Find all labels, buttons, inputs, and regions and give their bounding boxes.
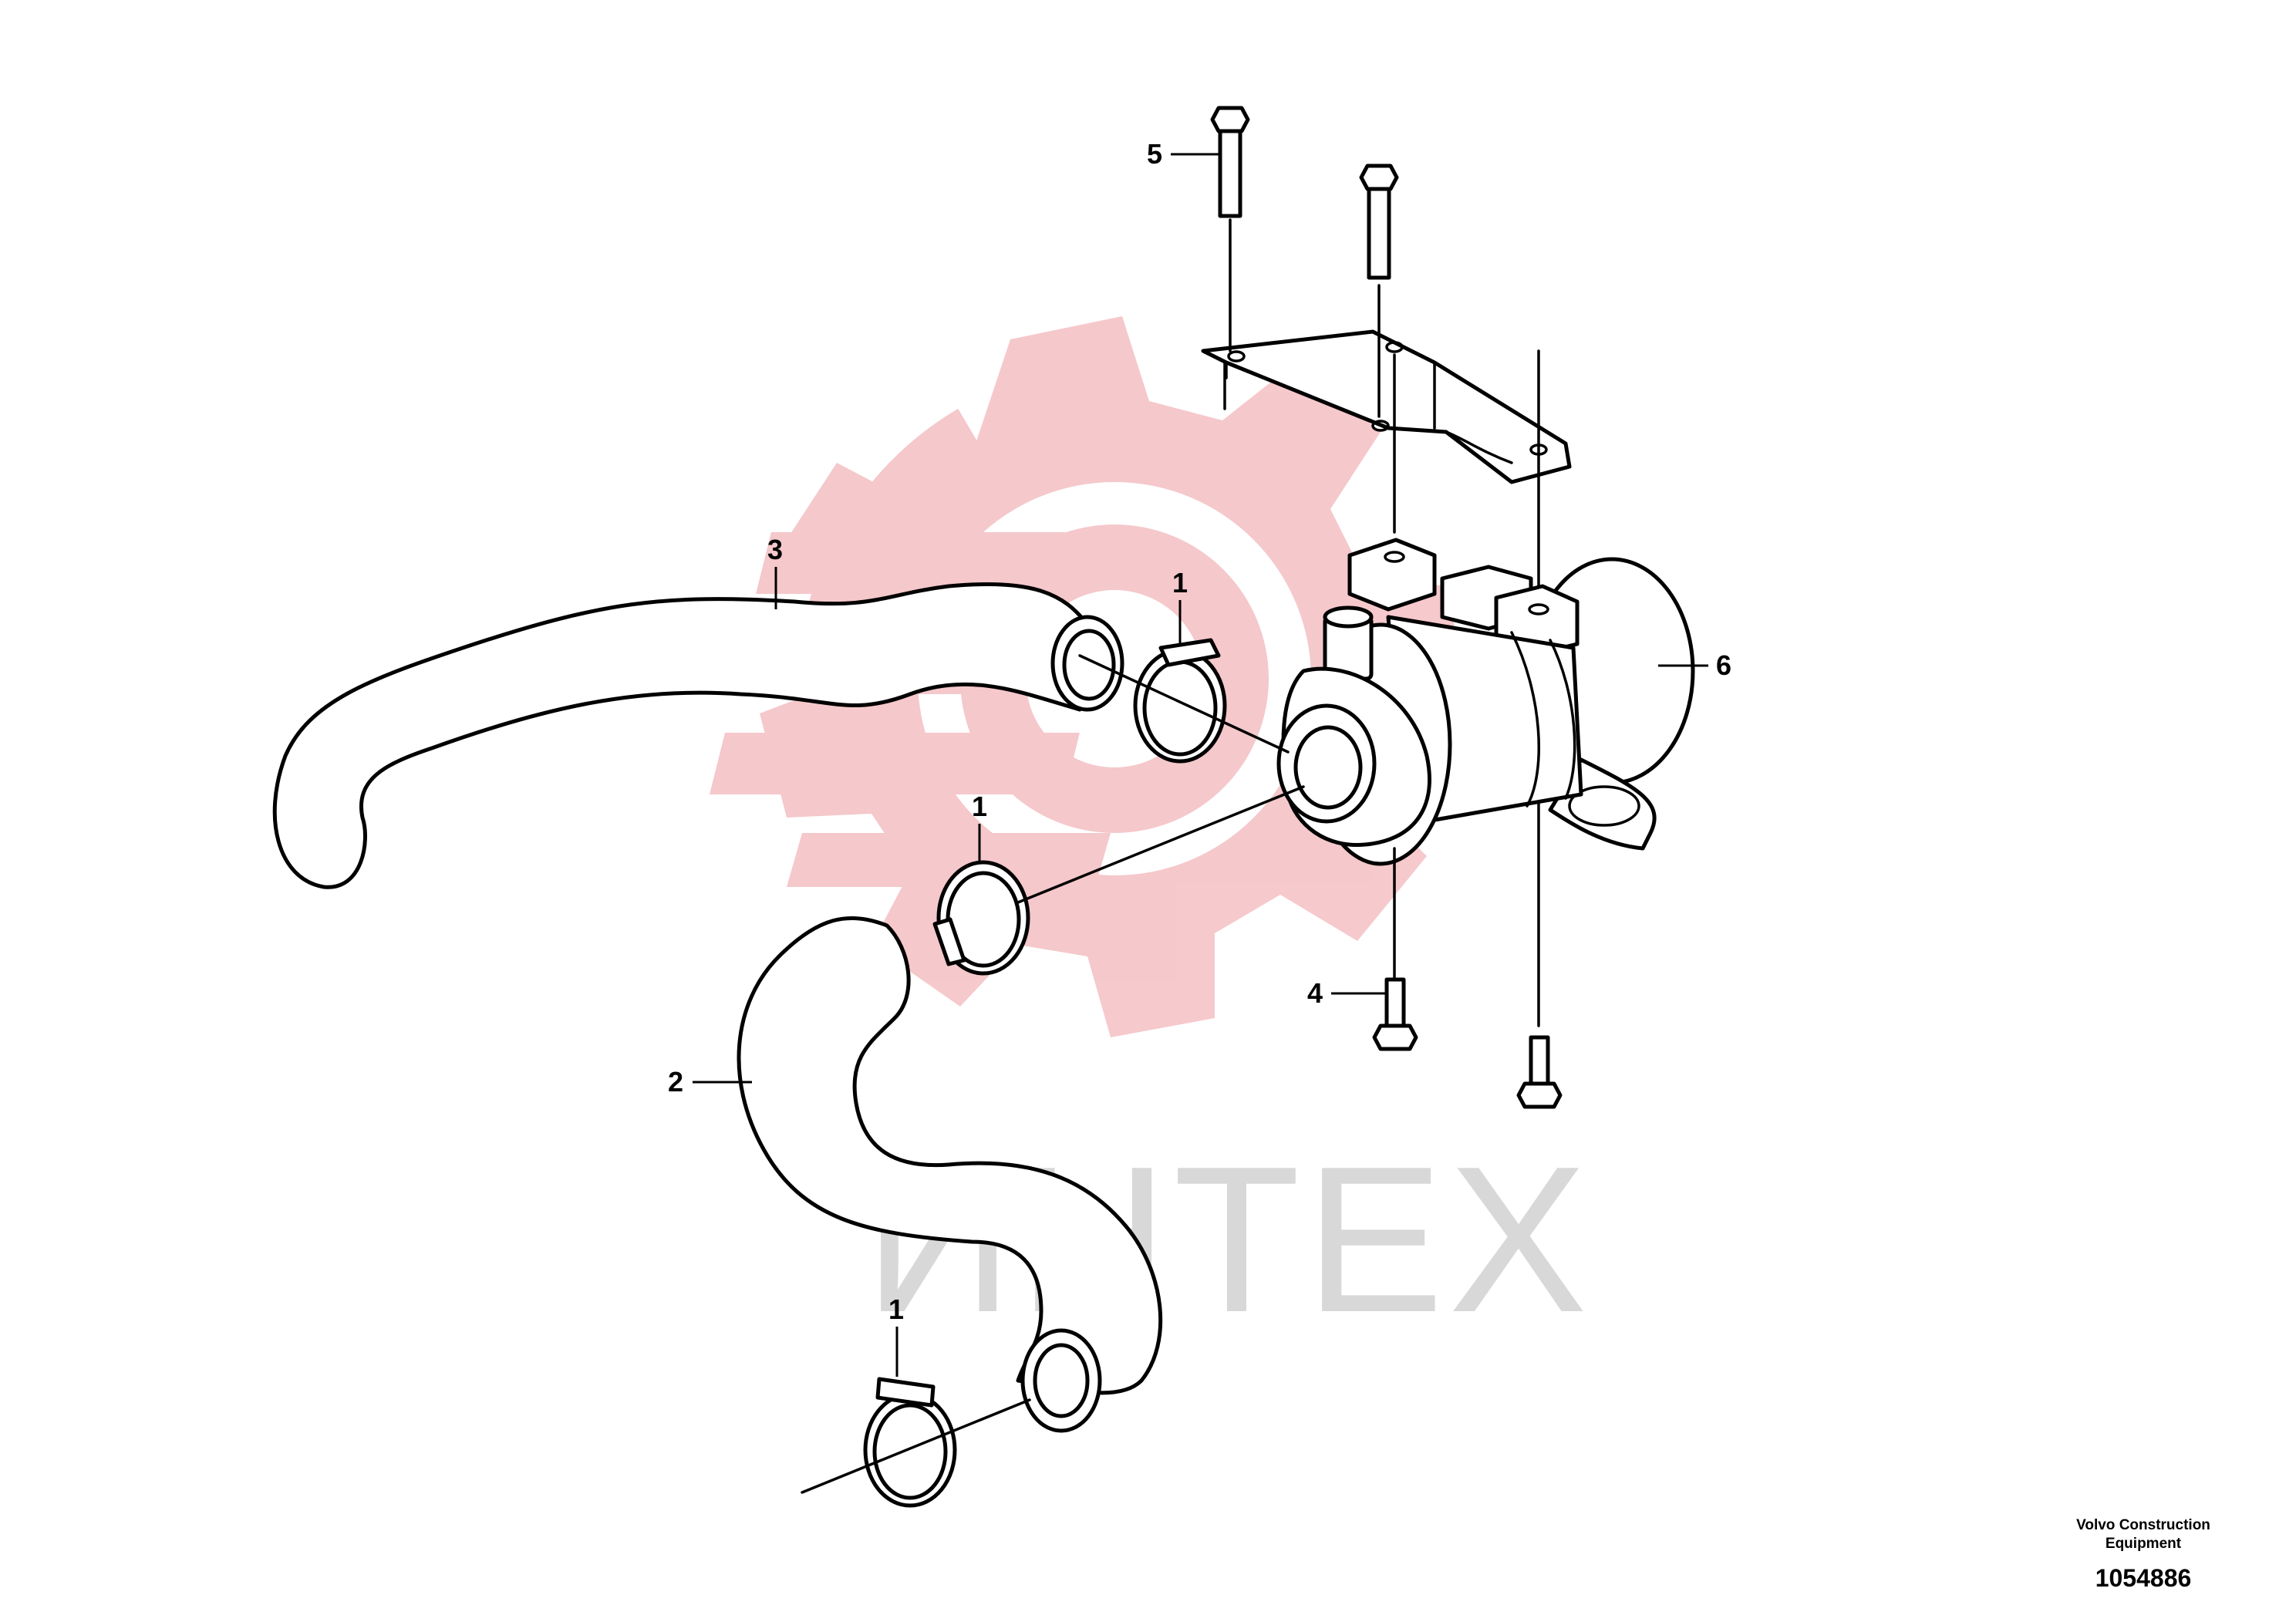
callout-1-bottom: 1 — [888, 1293, 904, 1377]
bolt-lower-left — [1372, 977, 1418, 1051]
callout-number: 4 — [1307, 977, 1323, 1009]
callout-1-mid: 1 — [972, 791, 987, 862]
callout-number: 6 — [1716, 649, 1731, 681]
callout-number: 2 — [668, 1066, 683, 1098]
hose-upper — [272, 582, 1124, 889]
hose-clamp-bottom — [863, 1377, 957, 1508]
water-pump — [1276, 538, 1695, 981]
reference-number: 1054886 — [2095, 1564, 2192, 1592]
company-name-line2: Equipment — [2105, 1536, 2182, 1552]
hose-clamp-mid — [932, 860, 1030, 976]
callout-4: 4 — [1307, 977, 1385, 1009]
callout-number: 1 — [972, 791, 987, 822]
callout-2: 2 — [668, 1066, 752, 1098]
callout-6: 6 — [1658, 649, 1731, 681]
callout-5: 5 — [1147, 138, 1220, 170]
assembly-axis-line — [1017, 785, 1305, 904]
assembly-axis-line — [1078, 654, 1290, 754]
hose-clamp-top — [1133, 638, 1227, 764]
callout-1-top: 1 — [1172, 567, 1188, 644]
bolt-lower-right — [1516, 1035, 1563, 1109]
bolt-upper-right — [1359, 164, 1399, 418]
callout-number: 3 — [767, 534, 783, 565]
company-name-line1: Volvo Construction — [2076, 1517, 2210, 1533]
callout-3: 3 — [767, 534, 783, 609]
callout-number: 1 — [888, 1293, 904, 1325]
callout-number: 1 — [1172, 567, 1188, 599]
footer-block: Volvo Construction Equipment 1054886 — [2043, 1516, 2244, 1593]
callout-number: 5 — [1147, 138, 1162, 170]
assembly-axis-line — [801, 1398, 1031, 1494]
hose-lower — [737, 916, 1163, 1433]
bolt-upper-left — [1210, 106, 1250, 352]
mounting-bracket — [1201, 329, 1572, 484]
